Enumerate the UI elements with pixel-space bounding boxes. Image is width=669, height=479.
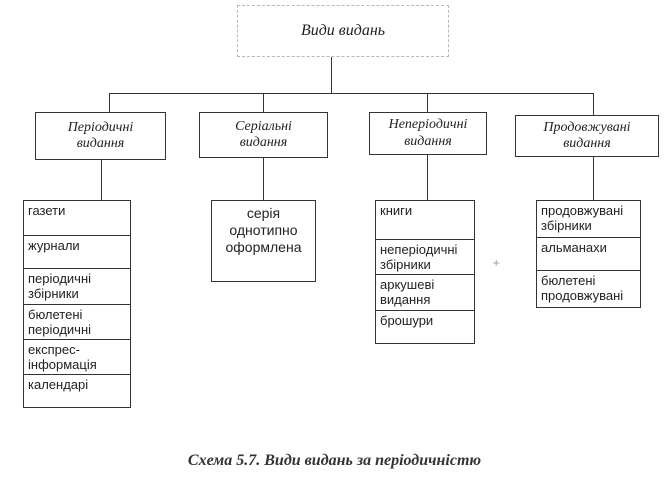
cat1-connector — [109, 93, 110, 112]
root-connector — [331, 57, 332, 93]
list-serial: серія однотипно оформлена — [211, 200, 316, 282]
list-item-text: періодичні — [28, 271, 92, 286]
cat3-connector — [427, 93, 428, 112]
cat2-connector — [263, 93, 264, 112]
list-nonperiodic: книги неперіодичні збірники аркушеві вид… — [375, 200, 475, 344]
list-item: брошури — [376, 310, 474, 343]
bus-line — [109, 93, 593, 94]
list-item: газети — [24, 201, 130, 235]
list-item-text: періодичні — [28, 322, 92, 337]
list-item: календарі — [24, 374, 130, 407]
list-item-text: інформація — [28, 357, 97, 372]
list-item: серія однотипно оформлена — [212, 203, 315, 279]
list-item: журнали — [24, 235, 130, 268]
diagram-caption: Схема 5.7. Види видань за періодичністю — [187, 452, 482, 469]
list-item-text: журнали — [28, 238, 80, 253]
list-item: книги — [376, 201, 474, 239]
list-item-text: збірники — [541, 218, 592, 233]
category-continuing-line1: Продовжувані — [543, 119, 631, 135]
category-serial-line1: Серіальні — [235, 118, 292, 134]
category-periodic: Періодичні видання — [35, 112, 166, 160]
list3-connector — [427, 155, 428, 200]
category-serial: Серіальні видання — [199, 112, 328, 158]
list-item-text: календарі — [28, 377, 89, 392]
list-item: бюлетені продовжувані — [537, 270, 640, 307]
list-item-text: видання — [380, 292, 431, 307]
list-item: експрес- інформація — [24, 339, 130, 374]
list-item-text: неперіодичні — [380, 242, 458, 257]
list-item-text: серія — [246, 205, 281, 221]
list-item-text: однотипно — [229, 222, 298, 238]
list-item-text: газети — [28, 203, 66, 218]
list-continuing: продовжувані збірники альманахи бюлетені… — [536, 200, 641, 308]
root-label: Види видань — [300, 21, 386, 39]
list-item-text: продовжувані — [541, 288, 624, 303]
list-item-text: бюлетені — [28, 307, 83, 322]
list-item-text: оформлена — [225, 239, 302, 255]
category-continuing: Продовжувані видання — [515, 115, 659, 157]
category-continuing-line2: видання — [563, 136, 611, 151]
stray-mark: + — [492, 258, 501, 269]
list-item: аркушеві видання — [376, 274, 474, 310]
list-item-text: збірники — [380, 257, 431, 272]
list-item-text: альманахи — [541, 240, 607, 255]
list-item-text: брошури — [380, 313, 434, 328]
list-item-text: книги — [380, 203, 413, 218]
category-serial-line2: видання — [239, 135, 288, 150]
list2-connector — [263, 158, 264, 200]
category-periodic-line2: видання — [76, 136, 125, 151]
list-item: періодичні збірники — [24, 268, 130, 304]
list1-connector — [101, 160, 102, 200]
list-item-text: бюлетені — [541, 273, 596, 288]
list-item: продовжувані збірники — [537, 201, 640, 237]
list-item-text: аркушеві — [380, 277, 435, 292]
cat4-connector — [593, 93, 594, 115]
category-nonperiodic-line2: видання — [404, 133, 452, 149]
list-item: альманахи — [537, 237, 640, 270]
category-nonperiodic: Неперіодичні видання — [369, 112, 487, 155]
list4-connector — [593, 157, 594, 200]
category-nonperiodic-line1: Неперіодичні — [388, 117, 468, 133]
category-periodic-line1: Періодичні — [67, 119, 134, 135]
list-item-text: експрес- — [28, 342, 80, 357]
list-item: неперіодичні збірники — [376, 239, 474, 274]
list-item-text: збірники — [28, 286, 79, 301]
list-periodic: газети журнали періодичні збірники бюлет… — [23, 200, 131, 408]
list-item: бюлетені періодичні — [24, 304, 130, 339]
list-item-text: продовжувані — [541, 203, 624, 218]
root-box: Види видань — [237, 5, 449, 57]
